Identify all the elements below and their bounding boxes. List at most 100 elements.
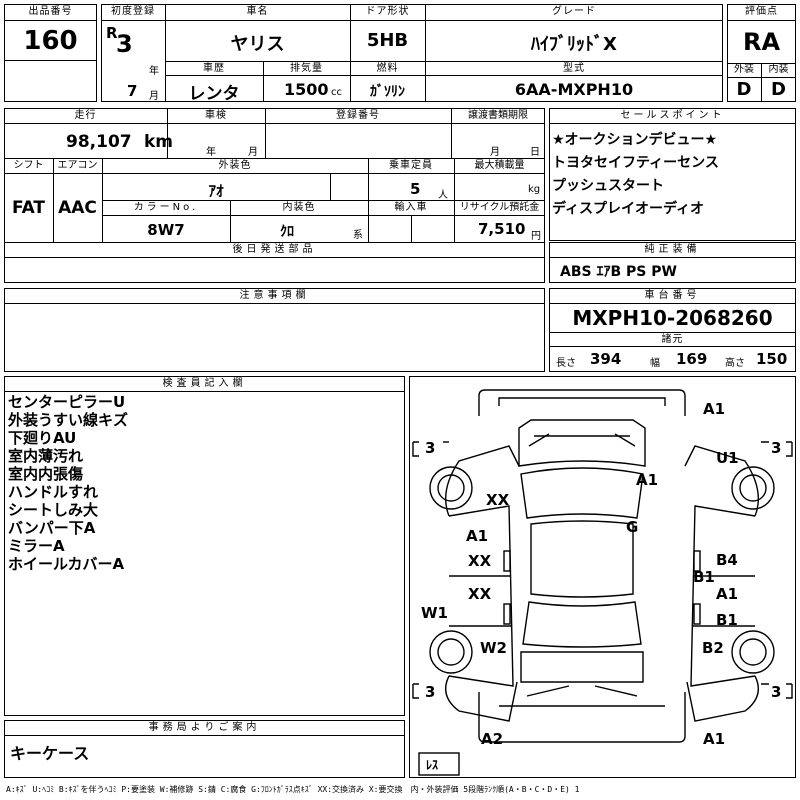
capacity-unit: 人: [438, 190, 448, 201]
width-label: 幅: [650, 358, 660, 369]
chassis-number: MXPH10-2068260: [572, 306, 773, 330]
model-label: 型式: [563, 63, 585, 74]
fuel-label: 燃料: [376, 63, 399, 74]
int-grade-label: 内装: [768, 64, 789, 75]
recycle-value: 7,510: [478, 220, 526, 238]
model-value: 6AA-MXPH10: [514, 80, 634, 99]
chassis-box: [549, 288, 796, 372]
sales-item: トヨタセイフティーセンス: [552, 155, 719, 171]
transfer-label: 譲渡書類期限: [468, 110, 528, 121]
inspection-month-unit: 月: [248, 147, 258, 158]
year-unit: 年: [149, 66, 159, 77]
damage-mark: B4: [716, 551, 738, 569]
office-label: 事務局よりご案内: [148, 722, 261, 733]
damage-mark: XX: [468, 552, 492, 570]
transfer-month-unit: 月: [490, 147, 500, 158]
reg-month: 7: [127, 82, 138, 100]
shift-value: FAT: [11, 198, 46, 218]
width-value: 169: [676, 350, 708, 368]
damage-mark: A1: [703, 400, 726, 418]
damage-mark: W1: [421, 604, 448, 622]
color-no-label: カラーNo.: [133, 202, 199, 213]
era-mark: R: [106, 24, 118, 42]
load-label: 最大積載量: [474, 160, 525, 171]
damage-mark: A1: [716, 585, 739, 603]
sales-item: ★オークションデビュー★: [552, 132, 718, 148]
dims-label: 諸元: [661, 334, 684, 345]
recycle-unit: 円: [531, 231, 541, 242]
int-color-unit: 系: [353, 230, 363, 241]
score-label: 評価点: [745, 6, 778, 17]
equipment-box: [549, 242, 796, 283]
reg-number-label: 登録番号: [336, 110, 380, 121]
damage-mark: A1: [703, 730, 726, 748]
damage-mark: G: [626, 518, 639, 536]
history-label: 車歴: [203, 63, 225, 74]
damage-mark: XX: [468, 585, 492, 603]
int-grade: D: [771, 79, 786, 100]
reg-year: 3: [116, 30, 133, 58]
tire-depth: 3: [771, 683, 782, 701]
first-reg-label: 初度登録: [111, 6, 155, 17]
damage-mark: A1: [466, 527, 489, 545]
recycle-label: リサイクル預託金: [459, 202, 540, 213]
length-value: 394: [590, 350, 622, 368]
displacement-unit: cc: [331, 87, 342, 98]
car-name: ヤリス: [230, 34, 285, 55]
diagram-box: [409, 376, 796, 778]
equipment-label: 純正装備: [644, 244, 701, 255]
shift-label: シフト: [13, 160, 44, 171]
inspector-box: [4, 376, 405, 716]
damage-mark: A1: [636, 471, 659, 489]
equipment-value: ABS ｴｱB PS PW: [560, 264, 677, 280]
inspector-item: 室内内張傷: [8, 465, 84, 483]
door-label: ドア形状: [365, 6, 410, 17]
inspector-item: ハンドルすれ: [8, 483, 99, 501]
car-diagram: [412, 389, 793, 776]
tire-depth: 3: [425, 439, 436, 457]
sales-item: プッシュスタート: [552, 178, 664, 194]
ac-value: AAC: [58, 198, 97, 218]
inspector-item: シートしみ大: [8, 501, 99, 519]
ext-color-label: 外装色: [218, 160, 252, 171]
color-no-value: 8W7: [147, 221, 185, 239]
inspector-label: 検査員記入欄: [162, 378, 247, 389]
damage-mark: B1: [693, 568, 715, 586]
displacement-label: 排気量: [290, 63, 323, 74]
sales-box: [549, 108, 796, 241]
inspector-item: ホイールカバーA: [8, 555, 125, 573]
score-value: RA: [742, 28, 781, 56]
tire-depth: 3: [771, 439, 782, 457]
car-name-label: 車名: [246, 6, 269, 17]
ext-grade-label: 外装: [734, 64, 754, 75]
inspector-item: 外装うすい線キズ: [8, 411, 129, 429]
legend-text: A:ｷｽﾞ U:ﾍｺﾐ B:ｷｽﾞを伴うﾍｺﾐ P:要塗装 W:補修跡 S:錆 …: [6, 785, 580, 794]
lot-number: 160: [23, 26, 78, 56]
mileage-unit: km: [144, 132, 174, 152]
sales-item: ディスプレイオーディオ: [552, 201, 705, 217]
mileage-value: 98,107: [66, 132, 132, 152]
grade-value: ﾊｲﾌﾞﾘｯﾄﾞX: [531, 34, 617, 55]
sales-list: ★オークションデビュー★ トヨタセイフティーセンス プッシュスタート ディスプレ…: [552, 129, 719, 221]
int-color-label: 内装色: [282, 202, 316, 213]
transfer-day-unit: 日: [530, 147, 540, 158]
inspector-item: バンパー下A: [8, 519, 96, 537]
mileage-label: 走行: [74, 110, 97, 121]
damage-mark: W2: [480, 639, 507, 657]
int-color-value: ｸﾛ: [280, 224, 294, 240]
ext-grade: D: [736, 79, 752, 100]
later-parts-label: 後日発送部品: [232, 244, 317, 255]
history-value: レンタ: [188, 84, 240, 104]
inspection-label: 車検: [205, 110, 227, 121]
capacity-label: 乗車定員: [389, 160, 433, 171]
inspector-item: センターピラーU: [8, 393, 126, 411]
lot-label: 出品番号: [28, 6, 73, 17]
damage-mark: XX: [486, 491, 510, 509]
notes-box: [4, 288, 545, 372]
damage-mark: U1: [716, 449, 739, 467]
import-label: 輸入車: [394, 202, 428, 213]
chassis-label: 車台番号: [644, 290, 701, 301]
ext-color-value: ｱｵ: [208, 182, 224, 200]
tire-depth: 3: [425, 683, 436, 701]
length-label: 長さ: [556, 358, 576, 369]
